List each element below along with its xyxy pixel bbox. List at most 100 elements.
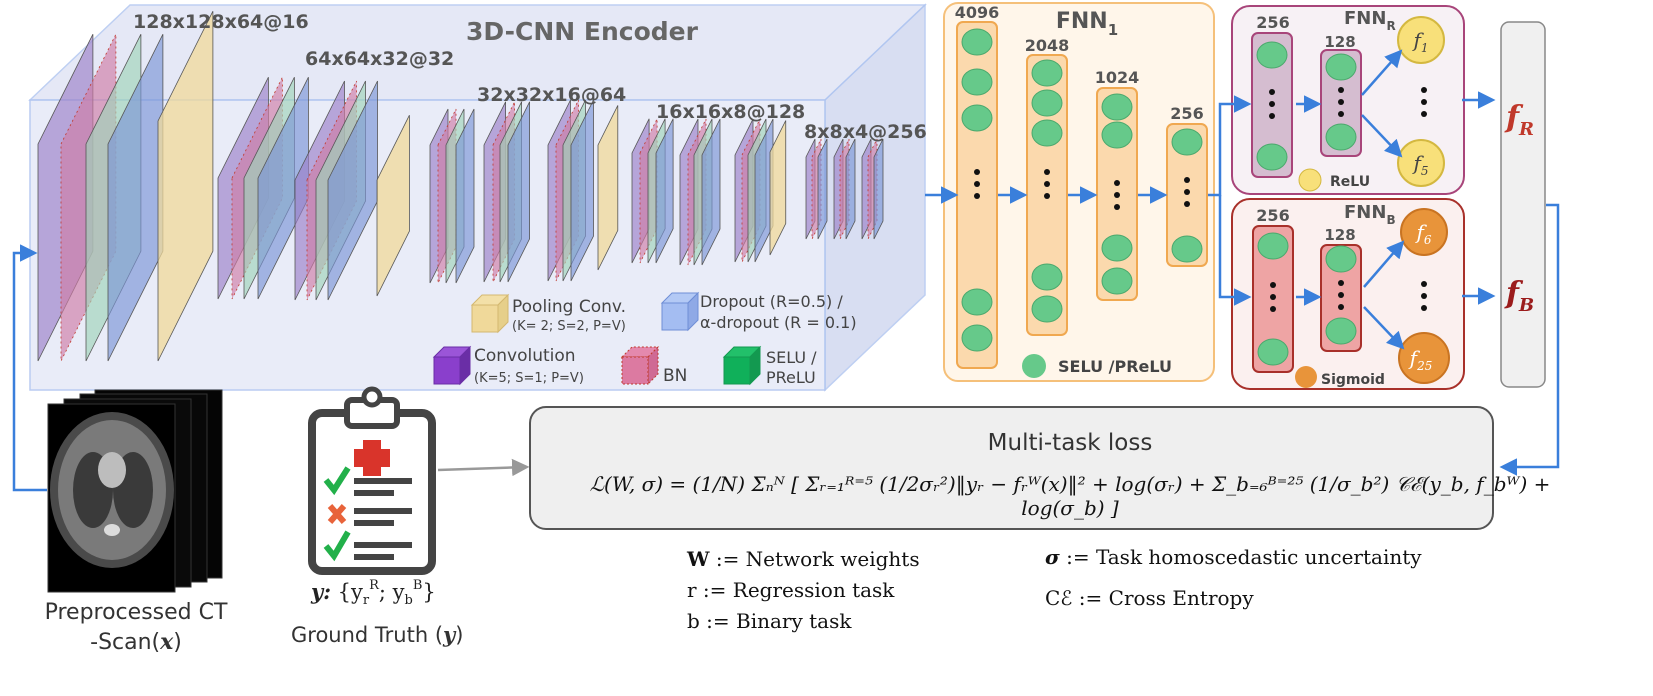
output-ellipsis [1421, 87, 1427, 311]
ellipsis-dot [1270, 282, 1276, 288]
fnnb-layer-label-256: 256 [1256, 206, 1289, 225]
fnnr-title: FNNR [1344, 8, 1396, 33]
neuron-node [1031, 119, 1063, 147]
ellipsis-dot [1184, 189, 1190, 195]
fnnb-layers [1252, 225, 1362, 373]
encoder-slab [845, 138, 856, 240]
ground-truth-y: y: {yrR; ybB} [310, 578, 436, 608]
fnnr-layers [1251, 32, 1362, 178]
neuron-node [1257, 338, 1289, 366]
encoder-layers [37, 11, 884, 362]
flow-arrows [12, 49, 1560, 492]
ellipsis-dot [1114, 180, 1120, 186]
neuron-node [961, 324, 993, 352]
fnn1-layer-label-256: 256 [1170, 104, 1203, 123]
fnn1-layer-label-4096: 4096 [955, 3, 1000, 22]
fnnr-layer-label-128: 128 [1324, 33, 1355, 51]
legend-pooling-cube [470, 293, 510, 334]
output-f25: f25 [1398, 332, 1450, 384]
dim-label-1: 128x128x64@16 [133, 11, 309, 33]
ellipsis-dot [1269, 113, 1275, 119]
fnnr-activation-dot [1298, 168, 1322, 192]
legend-bn-label: BN [663, 366, 687, 386]
encoder-slab [769, 120, 787, 256]
def-regression: r := Regression task [687, 578, 895, 602]
ct-scan-stack [47, 389, 223, 593]
gt-arrow [437, 458, 530, 477]
neuron-node [1031, 295, 1063, 323]
neuron-node [1171, 128, 1203, 156]
ellipsis-dot [1044, 169, 1050, 175]
neuron-node [1325, 245, 1357, 273]
fnnb-activation-label: Sigmoid [1321, 372, 1385, 388]
neuron-node [1325, 53, 1357, 81]
ellipsis-dot [1338, 99, 1344, 105]
fnn1-layer-label-1024: 1024 [1095, 68, 1140, 87]
def-binary: b := Binary task [687, 609, 852, 633]
dim-label-3: 32x32x16@64 [477, 84, 626, 106]
legend-bn-cube [620, 345, 660, 386]
dim-label-4: 16x16x8@128 [656, 101, 805, 123]
ellipsis-dot [1114, 192, 1120, 198]
neuron-node [1031, 263, 1063, 291]
legend-selu-label-2: PReLU [766, 368, 816, 387]
output-f6: f6 [1400, 208, 1448, 256]
neuron-node [961, 28, 993, 56]
neuron-node [1101, 121, 1133, 149]
neuron-node [1256, 143, 1288, 171]
neuron-node [1101, 234, 1133, 262]
encoder-slab [157, 11, 214, 362]
ellipsis-dot [1269, 89, 1275, 95]
ellipsis-dot [1184, 201, 1190, 207]
neuron-node [1171, 235, 1203, 263]
ellipsis-dot [1184, 177, 1190, 183]
encoder-slab [817, 138, 828, 240]
ellipsis-dot [1338, 87, 1344, 93]
legend-selu-cube [722, 345, 762, 386]
neuron-node [1325, 317, 1357, 345]
ellipsis-dot [1044, 181, 1050, 187]
loss-formula: ℒ(W, σ) = (1/N) Σₙᴺ [ Σᵣ₌₁ᴿ⁼⁵ (1/2σᵣ²)‖y… [589, 472, 1551, 520]
def-weights: W := Network weights [687, 547, 920, 571]
ellipsis-dot [1114, 204, 1120, 210]
dim-label-2: 64x64x32@32 [305, 48, 454, 70]
encoder-slab [597, 105, 619, 271]
neuron-node [961, 104, 993, 132]
def-sigma: σ := Task homoscedastic uncertainty [1045, 545, 1422, 569]
encoder-slab [873, 138, 884, 240]
ellipsis-dot [974, 193, 980, 199]
encoder-slab [455, 108, 475, 284]
neuron-node [1325, 123, 1357, 151]
fnnr-activation-label: ReLU [1330, 174, 1370, 190]
ellipsis-dot [1338, 304, 1344, 310]
ellipsis-dot [1338, 292, 1344, 298]
neuron-node [961, 288, 993, 316]
concat-bar [1500, 21, 1546, 388]
ellipsis-dot [1270, 306, 1276, 312]
ellipsis-dot [1338, 280, 1344, 286]
encoder-slab [655, 118, 674, 264]
fnn1-activation-label: SELU /PReLU [1058, 357, 1172, 376]
fnn1-layers [956, 21, 1208, 369]
dim-label-5: 8x8x4@256 [804, 121, 927, 143]
legend-dropout-cube [660, 291, 700, 332]
fnn1-layer-label-2048: 2048 [1025, 36, 1070, 55]
neuron-node [1031, 59, 1063, 87]
output-f1: f1 [1397, 16, 1445, 64]
encoder-slab [376, 115, 410, 297]
legend-convolution-params: (K=5; S=1; P=V) [474, 371, 584, 386]
ellipsis-dot [1044, 193, 1050, 199]
loss-box [529, 406, 1494, 530]
fnnr-layer-label-256: 256 [1256, 13, 1289, 32]
legend-dropout-label: Dropout (R=0.5) / [700, 292, 843, 311]
legend-selu-label: SELU / [766, 348, 817, 367]
legend-convolution-cube [432, 345, 472, 386]
neuron-node [961, 68, 993, 96]
def-ce: Cℰ := Cross Entropy [1045, 586, 1254, 610]
output-f5: f5 [1397, 139, 1445, 187]
legend-convolution-label: Convolution [474, 346, 576, 366]
neuron-node [1101, 93, 1133, 121]
encoder-slab [570, 99, 594, 282]
ellipsis-dot [1270, 294, 1276, 300]
